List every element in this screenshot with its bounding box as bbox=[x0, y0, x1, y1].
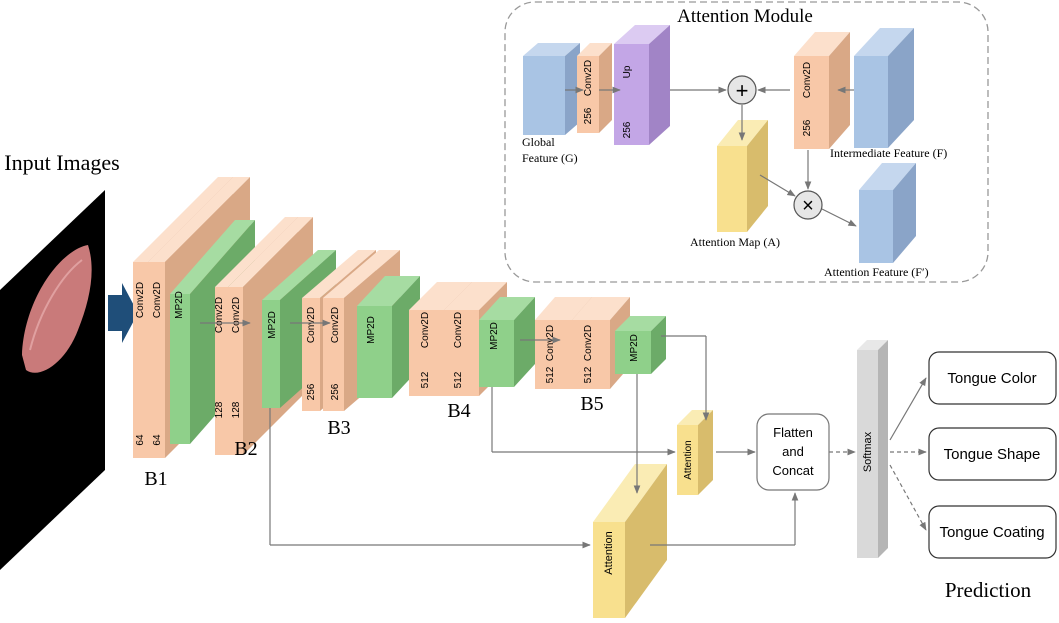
b5-conv2-channels: 512 bbox=[583, 366, 594, 383]
b5-conv1 bbox=[535, 320, 572, 389]
attention-lower-label: Attention bbox=[603, 531, 615, 574]
softmax-block bbox=[857, 340, 888, 558]
b4-conv1-channels: 512 bbox=[420, 371, 431, 388]
global-feature-block bbox=[523, 43, 580, 135]
b1-conv1-label: Conv2D bbox=[135, 282, 146, 318]
global-feature-label-1: Global bbox=[522, 135, 555, 149]
b2-mp-label: MP2D bbox=[267, 311, 278, 339]
b2-label: B2 bbox=[234, 438, 257, 460]
b1-conv2 bbox=[148, 262, 165, 458]
attention-block-lower bbox=[593, 464, 667, 618]
b5-conv1-label: Conv2D bbox=[545, 325, 556, 361]
b5-conv2-label: Conv2D bbox=[583, 325, 594, 361]
b2-conv2-channels: 128 bbox=[231, 401, 242, 418]
b2-conv2 bbox=[228, 287, 243, 455]
am-right-conv-label: Conv2D bbox=[802, 62, 813, 98]
times-symbol: × bbox=[802, 195, 814, 217]
am-right-conv-channels: 256 bbox=[802, 119, 813, 136]
intermediate-feature-label: Intermediate Feature (F) bbox=[830, 146, 947, 160]
multiply-op-icon bbox=[793, 190, 823, 220]
attention-block-upper bbox=[677, 410, 713, 495]
am-up-label: Up bbox=[622, 65, 633, 78]
attention-module-panel bbox=[504, 1, 989, 283]
attention-feature-block bbox=[859, 163, 916, 263]
b5-mp bbox=[615, 331, 651, 374]
b3-conv2-label: Conv2D bbox=[330, 307, 341, 343]
b1-mp-label: MP2D bbox=[174, 291, 185, 319]
b4-label: B4 bbox=[447, 400, 470, 422]
input-image bbox=[0, 190, 105, 570]
block-b1 bbox=[133, 177, 255, 458]
b1-conv2-channels: 64 bbox=[152, 434, 163, 446]
b3-conv1 bbox=[302, 298, 320, 411]
am-conv-channels: 256 bbox=[583, 107, 594, 124]
output-tongue-shape bbox=[928, 427, 1057, 481]
output-tongue-shape-label: Tongue Shape bbox=[944, 446, 1041, 463]
b4-conv2-channels: 512 bbox=[453, 371, 464, 388]
b1-mp bbox=[170, 294, 190, 444]
attention-upper-label: Attention bbox=[683, 440, 694, 479]
b5-conv2 bbox=[572, 320, 610, 389]
global-feature-label-2: Feature (G) bbox=[522, 151, 578, 165]
flatten-label: Flatten bbox=[773, 425, 813, 440]
b4-conv1-label: Conv2D bbox=[420, 312, 431, 348]
intermediate-feature-block bbox=[854, 28, 914, 148]
b1-conv1-channels: 64 bbox=[135, 434, 146, 446]
b2-conv2-label: Conv2D bbox=[231, 297, 242, 333]
block-b3 bbox=[302, 250, 420, 411]
b2-conv1-label: Conv2D bbox=[214, 297, 225, 333]
am-conv-label: Conv2D bbox=[583, 60, 594, 96]
input-arrow-icon bbox=[108, 283, 138, 343]
b5-conv1-channels: 512 bbox=[545, 366, 556, 383]
block-b4 bbox=[409, 282, 535, 396]
b5-label: B5 bbox=[580, 393, 603, 415]
am-up-channels: 256 bbox=[622, 121, 633, 138]
and-label: and bbox=[782, 444, 804, 459]
b4-conv2 bbox=[444, 310, 479, 396]
am-up-block bbox=[614, 25, 670, 145]
add-op-icon bbox=[727, 75, 757, 105]
attention-module-title: Attention Module bbox=[677, 6, 813, 27]
b3-conv1-channels: 256 bbox=[306, 383, 317, 400]
b2-conv1 bbox=[215, 287, 228, 455]
b2-conv1-channels: 128 bbox=[214, 401, 225, 418]
b3-mp-label: MP2D bbox=[366, 316, 377, 344]
b1-conv1 bbox=[133, 262, 148, 458]
concat-label: Concat bbox=[772, 463, 814, 478]
output-tongue-color-label: Tongue Color bbox=[947, 370, 1036, 387]
block-b5 bbox=[535, 297, 666, 389]
output-tongue-color bbox=[928, 351, 1057, 405]
b4-mp-label: MP2D bbox=[489, 322, 500, 350]
b1-conv2-label: Conv2D bbox=[152, 282, 163, 318]
b3-conv1-label: Conv2D bbox=[306, 307, 317, 343]
b5-mp-label: MP2D bbox=[629, 334, 640, 362]
attention-map-label: Attention Map (A) bbox=[690, 235, 780, 249]
b3-mp bbox=[357, 306, 392, 398]
output-tongue-coating-label: Tongue Coating bbox=[939, 524, 1044, 541]
b4-mp bbox=[479, 320, 514, 387]
b4-conv1 bbox=[409, 310, 444, 396]
prediction-label: Prediction bbox=[945, 578, 1032, 602]
input-label: Input Images bbox=[4, 150, 119, 175]
am-conv-block bbox=[577, 43, 612, 133]
output-tongue-coating bbox=[928, 505, 1057, 559]
b3-conv2-channels: 256 bbox=[330, 383, 341, 400]
plus-symbol: + bbox=[736, 78, 749, 103]
softmax-label: Softmax bbox=[862, 431, 874, 472]
b2-mp bbox=[262, 300, 280, 408]
attention-feature-label: Attention Feature (F′) bbox=[824, 265, 929, 279]
b4-conv2-label: Conv2D bbox=[453, 312, 464, 348]
b3-label: B3 bbox=[327, 417, 350, 439]
b1-label: B1 bbox=[144, 468, 167, 490]
